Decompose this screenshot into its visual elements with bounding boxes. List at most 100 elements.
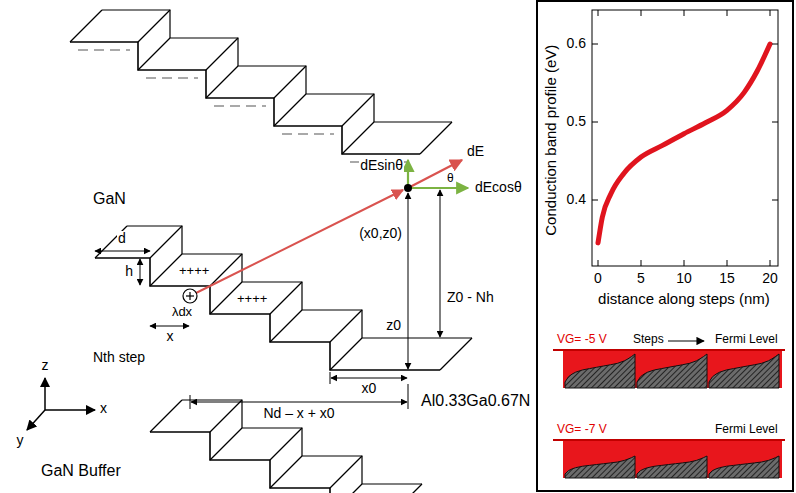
x-tick xyxy=(684,260,685,266)
charge-element: λdx xyxy=(171,305,193,319)
step-edge xyxy=(206,66,238,98)
steps-arrow xyxy=(668,340,704,341)
x-tick-label: 20 xyxy=(761,271,779,286)
conduction-band-step xyxy=(709,354,779,388)
x-tick xyxy=(684,10,685,16)
dimension-label: h xyxy=(124,264,134,279)
step-edge xyxy=(270,456,302,488)
step-back-edge xyxy=(102,10,452,122)
step-edge xyxy=(150,226,182,258)
step-edge xyxy=(330,456,362,488)
step-edge xyxy=(330,484,362,493)
x-tick xyxy=(598,10,599,16)
field-point xyxy=(404,184,412,192)
dimension-label: x xyxy=(166,329,175,344)
step-edge xyxy=(390,484,422,493)
step-edge xyxy=(270,282,302,314)
step-structure xyxy=(27,10,472,493)
x-tick xyxy=(770,260,771,266)
step-edge xyxy=(440,338,472,370)
conduction-band-step xyxy=(637,456,707,478)
x-tick xyxy=(727,10,728,16)
step-edge xyxy=(138,10,170,42)
y-tick-label: 0.6 xyxy=(566,36,587,51)
level-name: Fermi Level xyxy=(714,333,779,346)
field-component: dEcosθ xyxy=(474,180,523,195)
band-fill xyxy=(563,440,782,478)
step-name: Nth step xyxy=(92,350,146,365)
fermi-level-line xyxy=(553,439,785,441)
gate-voltage: VG= -7 V xyxy=(556,423,608,436)
x-tick xyxy=(641,10,642,16)
y-tick-label: 0.4 xyxy=(566,192,587,207)
step-edge xyxy=(270,428,302,460)
conduction-band-step xyxy=(709,456,779,478)
x-axis xyxy=(45,409,95,411)
band-plots xyxy=(553,10,785,478)
x-tick-label: 5 xyxy=(636,271,646,286)
axis-name: x xyxy=(99,401,108,416)
dimension-z0-nh xyxy=(440,190,441,337)
step-back-edge xyxy=(182,400,422,484)
y-tick xyxy=(592,200,598,201)
x-tick-label: 15 xyxy=(718,271,736,286)
x-axis-title: distance along steps (nm) xyxy=(597,291,771,308)
x-tick-label: 10 xyxy=(675,271,693,286)
dimension-tick xyxy=(408,384,409,409)
step-edge xyxy=(342,122,374,154)
step-edge xyxy=(210,428,242,460)
x-tick xyxy=(727,260,728,266)
x-tick xyxy=(598,260,599,266)
positive-charge xyxy=(183,289,197,303)
x-tick-label: 0 xyxy=(593,271,603,286)
y-axis xyxy=(27,410,45,430)
step-edge xyxy=(420,122,452,154)
y-axis-title: Conduction band profile (eV) xyxy=(543,44,560,237)
electron-gas xyxy=(282,133,334,134)
dimension-h xyxy=(140,259,141,285)
field-x-component xyxy=(408,187,468,189)
gate-voltage: VG= -5 V xyxy=(556,333,608,346)
direction-label: Steps xyxy=(632,333,665,346)
dimension-nd xyxy=(191,402,407,403)
y-tick xyxy=(592,122,598,123)
plot-frame xyxy=(592,10,778,266)
step-back-edge xyxy=(127,226,472,338)
band-diagram xyxy=(553,440,785,478)
field-line xyxy=(196,190,403,293)
axis-name: z xyxy=(41,358,50,373)
x-tick xyxy=(770,10,771,16)
point-coordinates: (x0,z0) xyxy=(358,226,403,241)
step-edge xyxy=(138,38,170,70)
axis-name: y xyxy=(16,433,25,448)
step-edge xyxy=(342,94,374,126)
charge-row: ++++ xyxy=(236,292,268,306)
layer-name: GaN xyxy=(92,190,127,208)
dimension-x0 xyxy=(331,378,407,379)
band-fill xyxy=(563,350,782,388)
field-z-component xyxy=(407,160,409,188)
dimension-label: x0 xyxy=(361,381,378,396)
dimension-label: z0 xyxy=(385,318,402,333)
x-tick xyxy=(641,260,642,266)
fermi-level-line xyxy=(553,349,785,351)
charge-row: ++++ xyxy=(178,264,210,278)
step-edge xyxy=(206,38,238,70)
step-interface xyxy=(95,226,472,370)
step-edge xyxy=(330,310,362,342)
y-tick-label: 0.5 xyxy=(566,114,587,129)
electron-gas xyxy=(78,49,130,50)
y-tick xyxy=(772,44,778,45)
step-edge xyxy=(70,10,102,42)
dimension-label: Nd – x + x0 xyxy=(262,406,335,421)
step-edge xyxy=(274,66,306,98)
chart-panel xyxy=(537,1,793,491)
conduction-band-step xyxy=(565,354,635,388)
dimension-d xyxy=(95,251,150,252)
step-edge xyxy=(270,310,302,342)
step-edge xyxy=(330,338,362,370)
step-edge xyxy=(210,400,242,432)
